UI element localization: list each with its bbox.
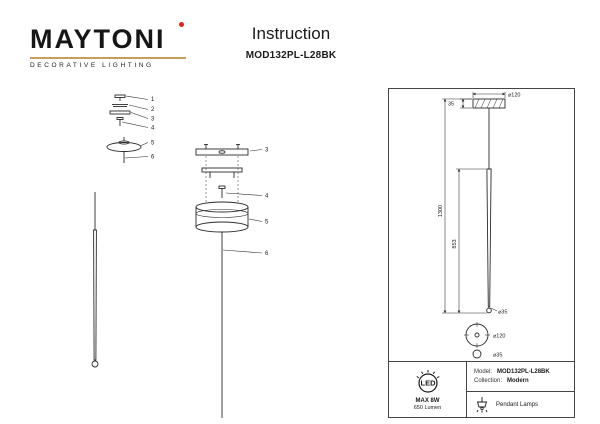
lumen: 650 Lumen (413, 404, 442, 411)
model-number: MOD132PL-L28BK (245, 50, 337, 61)
callout-4: 4 (151, 126, 155, 132)
callout-cable: 6 (265, 251, 269, 257)
logo-red-dot-icon (179, 22, 184, 27)
dimension-drawing: ⌀120 35 1300 (438, 92, 521, 359)
exploded-view-diagram: 1 2 3 4 5 6 (106, 94, 155, 163)
callout-bracket: 3 (265, 148, 269, 154)
rod-length-dim: 853 (452, 168, 486, 314)
pendant-dimension-view (486, 108, 492, 314)
callout-6: 6 (151, 155, 155, 161)
pendant-side-view (91, 192, 99, 368)
led-text: LED (420, 378, 436, 387)
collection-label: Collection: (474, 378, 503, 384)
overall-length-label: 1300 (438, 205, 444, 217)
canopy-top-view-label: ⌀120 (493, 334, 506, 340)
canopy-top-view: ⌀120 (464, 322, 506, 348)
rod-diameter-label: ⌀35 (498, 310, 507, 316)
rod-length-label: 853 (452, 239, 458, 248)
product-info-table: LED MAX 8W 650 Lumen Model: MOD132PL-L28… (389, 361, 574, 417)
callout-3: 3 (151, 117, 155, 123)
overall-length-dim: 1300 (438, 98, 487, 314)
pendant-lamp-icon (476, 396, 488, 412)
page-title: Instruction (251, 24, 331, 43)
title-block: Instruction MOD132PL-L28BK (200, 24, 382, 61)
callout-1: 1 (151, 97, 155, 103)
callout-canopy: 5 (265, 220, 269, 226)
category-label: Pendant Lamps (496, 401, 539, 408)
assembly-view-diagram: 3 4 5 6 (195, 144, 269, 418)
led-logo-icon: LED (415, 369, 440, 393)
brand-logo: MAYTONI (30, 24, 166, 54)
max-power: MAX 8W (415, 397, 440, 404)
callout-2: 2 (151, 107, 155, 113)
model-collection-rows: Model: MOD132PL-L28BK Collection: Modern (467, 362, 574, 392)
canopy-height-dim: 35 (448, 98, 472, 109)
specification-panel: ⌀120 35 1300 (388, 88, 575, 418)
canopy-height-label: 35 (448, 102, 454, 108)
logo-gold-rule (30, 57, 186, 59)
canopy-diameter-label: ⌀120 (508, 93, 521, 99)
collection-row: Collection: Modern (474, 378, 567, 384)
collection-value: Modern (507, 378, 529, 384)
callout-screw: 4 (265, 194, 269, 200)
led-cell: LED MAX 8W 650 Lumen (389, 362, 467, 417)
model-value: MOD132PL-L28BK (497, 369, 550, 375)
meta-cell: Model: MOD132PL-L28BK Collection: Modern (467, 362, 574, 417)
model-row: Model: MOD132PL-L28BK (474, 369, 567, 375)
model-label: Model: (474, 369, 493, 375)
rod-top-view-label: ⌀35 (493, 353, 502, 359)
rod-diameter-dim: ⌀35 (490, 307, 507, 316)
brand-block: MAYTONI DECORATIVE LIGHTING (30, 22, 186, 69)
canopy-diameter-dim: ⌀120 (472, 92, 521, 99)
callout-5: 5 (151, 141, 155, 147)
rod-top-view: ⌀35 (472, 349, 502, 359)
category-row: Pendant Lamps (467, 392, 574, 417)
brand-tagline: DECORATIVE LIGHTING (30, 62, 154, 69)
canopy-side-view (472, 98, 506, 109)
